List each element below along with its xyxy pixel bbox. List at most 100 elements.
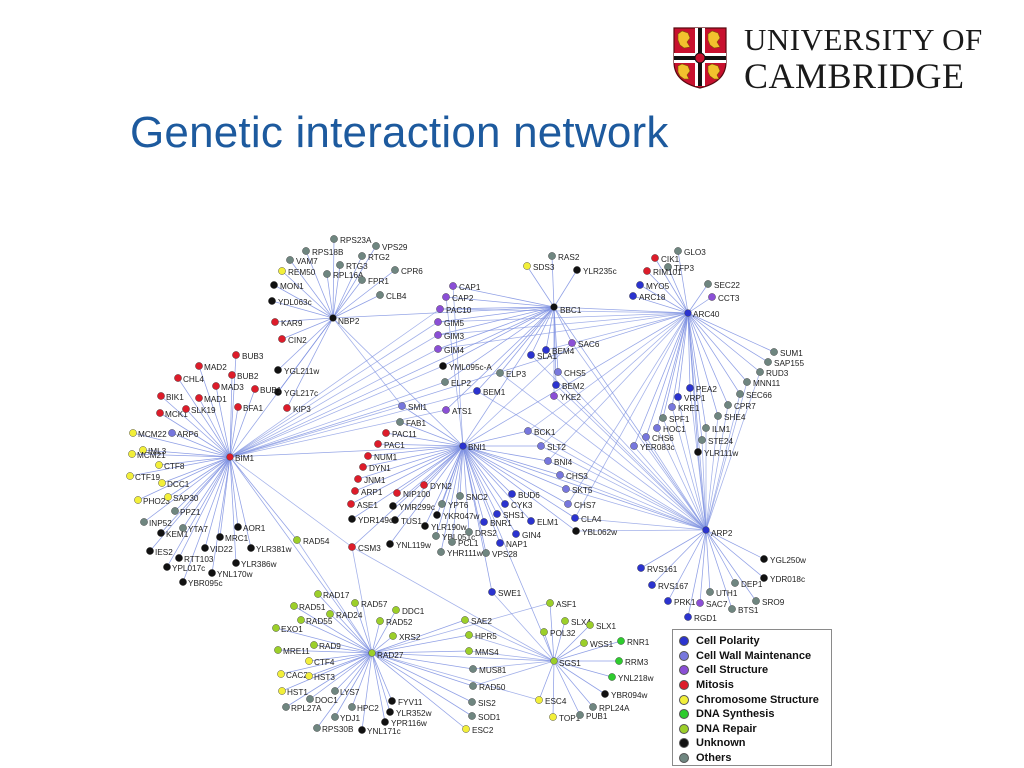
gene-label-hpr5: HPR5: [475, 632, 497, 641]
gene-node-sap155: SAP155: [764, 358, 804, 368]
gene-label-sae2: SAE2: [471, 617, 492, 626]
gene-dot-slx4: [561, 617, 569, 625]
gene-dot-chs3: [556, 471, 564, 479]
gene-dot-ygl250w: [760, 555, 768, 563]
edge-iml3-bim1: [142, 449, 231, 458]
gene-dot-yhr111w: [437, 548, 445, 556]
edge-gim3-arc40: [437, 312, 689, 336]
gene-node-rps30b: RPS30B: [313, 724, 354, 734]
gene-node-pol32: POL32: [540, 628, 576, 638]
edge-doc1-rad27: [309, 652, 373, 700]
gene-label-rim101: RIM101: [653, 268, 682, 277]
edge-ynl170w-bim1: [211, 456, 231, 574]
edge-rad52-rad27: [371, 620, 381, 654]
edge-shs1-bni1: [462, 445, 498, 515]
hub-dot-nbp2: [329, 314, 337, 322]
gene-dot-she4: [714, 412, 722, 420]
gene-dot-ybr095c: [179, 578, 187, 586]
gene-dot-ynl218w: [608, 673, 616, 681]
legend-label: Cell Structure: [696, 664, 769, 677]
gene-label-myo5: MYO5: [646, 282, 670, 291]
gene-dot-dep1: [731, 579, 739, 587]
gene-dot-sac7: [696, 599, 704, 607]
edge-pub1-sgs1: [553, 660, 581, 716]
gene-dot-mad1: [195, 394, 203, 402]
gene-node-ats1: ATS1: [442, 406, 472, 416]
gene-label-rvs161: RVS161: [647, 565, 678, 574]
edge-ilm1-arc40: [687, 312, 707, 429]
edge-bbc1-nbp2: [332, 306, 555, 319]
edge-bni1-arc40: [462, 312, 689, 447]
edge-bni1-bbc1: [462, 306, 555, 447]
gene-label-lys7: LYS7: [340, 688, 360, 697]
gene-dot-ste24: [698, 436, 706, 444]
gene-label-sac7: SAC7: [706, 600, 728, 609]
edge-rps18b-nbp2: [305, 250, 334, 319]
gene-label-rad50: RAD50: [479, 683, 506, 692]
gene-dot-mms4: [465, 647, 473, 655]
gene-dot-iml3: [139, 446, 147, 454]
gene-dot-bud6: [508, 490, 516, 498]
gene-dot-ygl211w: [274, 366, 282, 374]
hub-node-nbp2: NBP2: [329, 314, 360, 326]
gene-dot-mcm21: [128, 450, 136, 458]
gene-dot-rad57: [351, 599, 359, 607]
legend-dot-icon: [679, 723, 689, 734]
edge-bts1-arp2: [705, 529, 733, 610]
edge-chs7-arc40: [567, 312, 689, 505]
gene-node-ygl217c: YGL217c: [274, 388, 318, 398]
edge-ylr352w-rad27: [371, 652, 391, 713]
gene-label-vam7: VAM7: [296, 257, 318, 266]
gene-node-exo1: EXO1: [272, 624, 303, 634]
gene-node-kip3: KIP3: [283, 404, 311, 414]
gene-label-slx4: SLX4: [571, 618, 591, 627]
gene-node-kre1: KRE1: [668, 403, 700, 413]
gene-dot-rim101: [643, 267, 651, 275]
edge-sac7-arp2: [699, 529, 707, 604]
gene-label-ygl250w: YGL250w: [770, 556, 806, 565]
edge-rad55-rad27: [300, 619, 373, 654]
gene-node-doc1: DOC1: [306, 695, 338, 705]
edge-bni4-arc40: [547, 312, 689, 462]
gene-label-fab1: FAB1: [406, 419, 426, 428]
gene-label-yer083c: YER083c: [640, 443, 675, 452]
edge-dcc1-bim1: [161, 456, 231, 484]
gene-node-rad57: RAD57: [351, 599, 388, 609]
gene-label-sap155: SAP155: [774, 359, 804, 368]
gene-dot-yml095c-a: [439, 362, 447, 370]
gene-dot-tfp3: [664, 263, 672, 271]
gene-dot-rps30b: [313, 724, 321, 732]
gene-label-mms4: MMS4: [475, 648, 499, 657]
gene-node-dyn2: DYN2: [420, 481, 452, 491]
hub-dot-rad27: [368, 649, 376, 657]
edge-gim5-bbc1: [437, 306, 555, 323]
gene-dot-rtg2: [358, 252, 366, 260]
edge-bem1-bim1: [229, 390, 478, 458]
gene-label-she4: SHE4: [724, 413, 746, 422]
hub-node-sgs1: SGS1: [550, 657, 581, 668]
gene-node-iml3: IML3: [139, 446, 167, 456]
edge-snc2-bni1: [459, 445, 464, 497]
gene-node-pac11: PAC11: [382, 429, 417, 439]
gene-dot-cct3: [708, 293, 716, 301]
gene-label-swe1: SWE1: [498, 589, 522, 598]
gene-node-ppz1: PPZ1: [171, 507, 201, 517]
gene-node-vps28: VPS28: [482, 549, 518, 559]
gene-dot-mad3: [212, 382, 220, 390]
gene-node-skt5: SKT5: [562, 485, 593, 495]
gene-node-mrc1: MRC1: [216, 533, 249, 543]
gene-node-pho23: PHO23: [134, 496, 170, 506]
gene-dot-rad54: [293, 536, 301, 544]
gene-node-ydl063c: YDL063c: [268, 297, 312, 307]
gene-node-wss1: WSS1: [580, 639, 614, 649]
gene-node-bem4: BEM4: [542, 346, 575, 356]
legend-label: Others: [696, 752, 732, 765]
gene-label-ats1: ATS1: [452, 407, 472, 416]
gene-dot-yta7: [179, 524, 187, 532]
gene-dot-nip100: [393, 489, 401, 497]
gene-node-chs5: CHS5: [554, 368, 586, 378]
gene-dot-pub1: [576, 711, 584, 719]
legend-item-wall: Cell Wall Maintenance: [679, 649, 831, 664]
